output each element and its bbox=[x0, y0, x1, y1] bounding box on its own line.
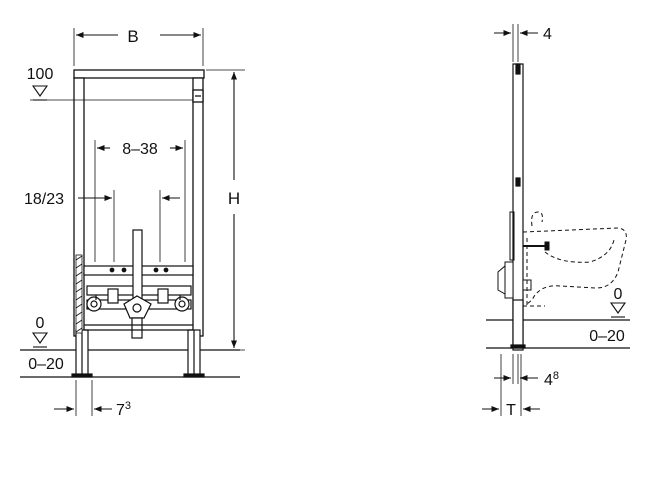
side-floor-zero-label: 0 bbox=[614, 286, 623, 303]
front-view bbox=[20, 28, 245, 416]
side-extension-lines bbox=[500, 24, 522, 416]
wall-hatch bbox=[75, 254, 83, 334]
depth-label: T bbox=[506, 402, 516, 419]
foot-label-main: 4 bbox=[544, 372, 553, 389]
height-label: H bbox=[228, 189, 240, 208]
frame-legs bbox=[71, 329, 205, 378]
side-dimension-arrows bbox=[482, 29, 540, 413]
bidet-outline bbox=[522, 211, 627, 307]
side-floor-range-label: 0–20 bbox=[589, 328, 625, 345]
top-thickness-label: 4 bbox=[543, 26, 552, 43]
side-frame bbox=[510, 63, 526, 351]
floor-range-label: 0–20 bbox=[28, 356, 64, 373]
side-view bbox=[482, 24, 630, 416]
width-label: B bbox=[127, 27, 138, 46]
foot-label-sup: 8 bbox=[553, 370, 559, 382]
side-level-symbol bbox=[609, 302, 627, 318]
floor-zero-label: 0 bbox=[36, 315, 45, 332]
offset-label: 73 bbox=[116, 400, 131, 419]
spacing-label: 8–38 bbox=[122, 141, 158, 158]
dimension-arrows bbox=[54, 31, 238, 413]
offset-label-main: 7 bbox=[116, 402, 125, 419]
foot-label: 48 bbox=[544, 370, 559, 389]
top-height-label: 100 bbox=[27, 66, 54, 83]
extension-lines bbox=[30, 28, 245, 416]
offset-label-sup: 3 bbox=[125, 400, 131, 412]
pipe-label: 18/23 bbox=[24, 191, 64, 208]
drain-pipe bbox=[123, 229, 152, 339]
level-symbols bbox=[31, 85, 49, 348]
